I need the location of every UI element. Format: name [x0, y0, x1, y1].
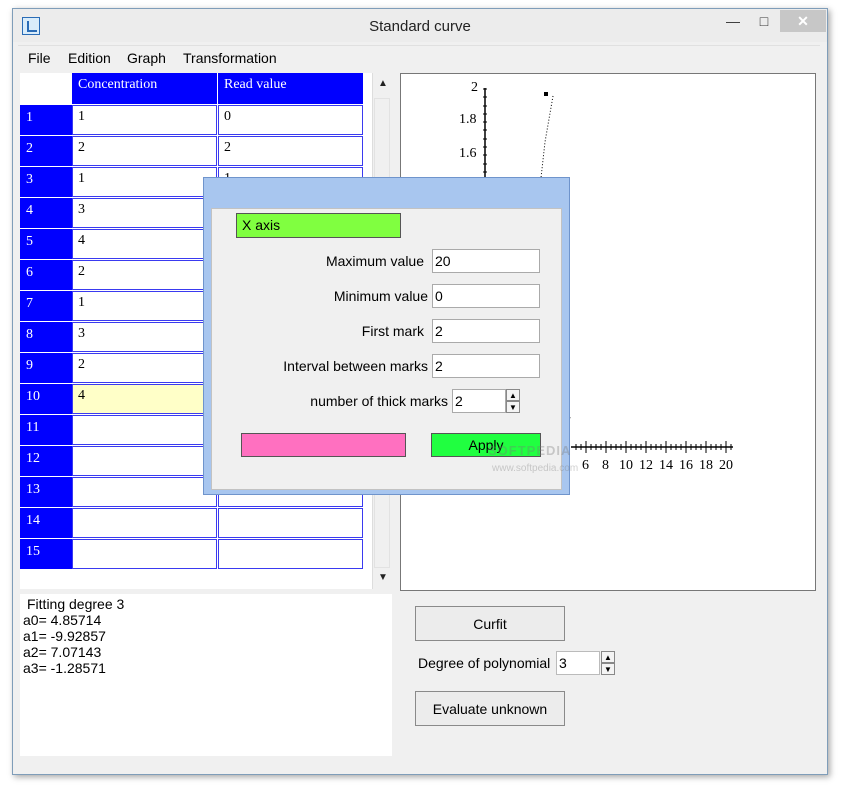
- concentration-cell[interactable]: 2: [72, 353, 217, 383]
- fit-results-text[interactable]: Fitting degree 3 a0= 4.85714 a1= -9.9285…: [20, 594, 392, 756]
- fit-results-line: Fitting degree 3: [27, 596, 125, 612]
- fit-curve: [540, 95, 554, 179]
- window-title: Standard curve: [369, 18, 471, 35]
- degree-input[interactable]: 3: [556, 651, 600, 675]
- row-header[interactable]: 4: [20, 198, 72, 228]
- concentration-cell[interactable]: 4: [72, 229, 217, 259]
- read-value-cell[interactable]: 2: [218, 136, 363, 166]
- scroll-up-icon[interactable]: ▲: [378, 78, 388, 89]
- x-axis-ticks: [575, 441, 732, 453]
- x-tick-label: 6: [582, 458, 589, 473]
- close-button[interactable]: ✕: [780, 10, 826, 32]
- x-tick-label: 12: [639, 458, 653, 473]
- row-header[interactable]: 8: [20, 322, 72, 352]
- maximize-button[interactable]: □: [759, 13, 769, 29]
- cancel-button[interactable]: [241, 433, 406, 457]
- fit-results-line: a3= -1.28571: [23, 660, 106, 676]
- concentration-cell[interactable]: [72, 477, 217, 507]
- read-value-cell[interactable]: [218, 539, 363, 569]
- x-tick-label: 8: [602, 458, 609, 473]
- row-header[interactable]: 5: [20, 229, 72, 259]
- row-header[interactable]: 1: [20, 105, 72, 135]
- column-header-concentration[interactable]: Concentration: [72, 73, 218, 104]
- menu-graph[interactable]: Graph: [127, 50, 166, 66]
- data-point: [544, 92, 548, 96]
- row-header[interactable]: 2: [20, 136, 72, 166]
- row-header[interactable]: 12: [20, 446, 72, 476]
- concentration-cell[interactable]: 1: [72, 167, 217, 197]
- concentration-cell[interactable]: 1: [72, 105, 217, 135]
- row-header[interactable]: 15: [20, 539, 72, 569]
- row-header[interactable]: 3: [20, 167, 72, 197]
- column-header-read-value[interactable]: Read value: [218, 73, 364, 104]
- row-header[interactable]: 9: [20, 353, 72, 383]
- interval-label: Interval between marks: [283, 358, 428, 374]
- row-header[interactable]: 6: [20, 260, 72, 290]
- thick-marks-field[interactable]: 2: [452, 389, 506, 413]
- watermark-url: www.softpedia.com: [492, 463, 579, 474]
- concentration-cell[interactable]: 3: [72, 198, 217, 228]
- read-value-cell[interactable]: 0: [218, 105, 363, 135]
- title-bar[interactable]: [13, 9, 827, 42]
- evaluate-unknown-button[interactable]: Evaluate unknown: [415, 691, 565, 726]
- first-mark-field[interactable]: 2: [432, 319, 540, 343]
- y-tick-label: 2: [471, 80, 478, 95]
- x-tick-label: 18: [699, 458, 713, 473]
- menu-bar: File Edition Graph Transformation: [18, 45, 820, 71]
- max-value-field[interactable]: 20: [432, 249, 540, 273]
- first-mark-label: First mark: [361, 323, 424, 339]
- max-value-label: Maximum value: [325, 253, 424, 269]
- fit-results-line: a0= 4.85714: [23, 612, 102, 628]
- concentration-cell[interactable]: [72, 415, 217, 445]
- x-tick-label: 20: [719, 458, 733, 473]
- apply-button[interactable]: Apply: [431, 433, 541, 457]
- degree-down-icon[interactable]: ▼: [601, 663, 615, 675]
- thick-down-icon[interactable]: ▼: [506, 401, 520, 413]
- row-header[interactable]: 11: [20, 415, 72, 445]
- fit-results-line: a2= 7.07143: [23, 644, 102, 660]
- row-header[interactable]: 10: [20, 384, 72, 414]
- curfit-button[interactable]: Curfit: [415, 606, 565, 641]
- min-value-label: Minimum value: [333, 288, 428, 304]
- concentration-cell[interactable]: [72, 539, 217, 569]
- x-tick-label: 16: [679, 458, 693, 473]
- app-icon[interactable]: [22, 17, 40, 35]
- fit-results-line: a1= -9.92857: [23, 628, 106, 644]
- minimize-button[interactable]: —: [726, 13, 740, 29]
- concentration-cell[interactable]: 4: [72, 384, 217, 414]
- thick-marks-label: number of thick marks: [310, 393, 448, 409]
- watermark-logo: SOFTPEDIA: [488, 443, 572, 458]
- axis-title: X axis: [236, 213, 401, 238]
- graph-canvas: [483, 88, 733, 453]
- y-axis-minor-ticks: [483, 88, 487, 173]
- row-header[interactable]: 14: [20, 508, 72, 538]
- menu-file[interactable]: File: [28, 50, 51, 66]
- menu-edition[interactable]: Edition: [68, 50, 111, 66]
- x-tick-label: 10: [619, 458, 633, 473]
- row-header[interactable]: 7: [20, 291, 72, 321]
- thick-up-icon[interactable]: ▲: [506, 389, 520, 401]
- menu-transformation[interactable]: Transformation: [183, 50, 277, 66]
- concentration-cell[interactable]: 3: [72, 322, 217, 352]
- y-tick-label: 1.8: [459, 112, 477, 127]
- degree-up-icon[interactable]: ▲: [601, 651, 615, 663]
- row-header[interactable]: 13: [20, 477, 72, 507]
- x-tick-label: 14: [659, 458, 673, 473]
- scroll-down-icon[interactable]: ▼: [378, 572, 388, 583]
- read-value-cell[interactable]: [218, 508, 363, 538]
- concentration-cell[interactable]: 2: [72, 260, 217, 290]
- concentration-cell[interactable]: 2: [72, 136, 217, 166]
- min-value-field[interactable]: 0: [432, 284, 540, 308]
- concentration-cell[interactable]: [72, 446, 217, 476]
- y-tick-label: 1.6: [459, 146, 477, 161]
- concentration-cell[interactable]: 1: [72, 291, 217, 321]
- degree-label: Degree of polynomial: [418, 655, 551, 671]
- interval-field[interactable]: 2: [432, 354, 540, 378]
- concentration-cell[interactable]: [72, 508, 217, 538]
